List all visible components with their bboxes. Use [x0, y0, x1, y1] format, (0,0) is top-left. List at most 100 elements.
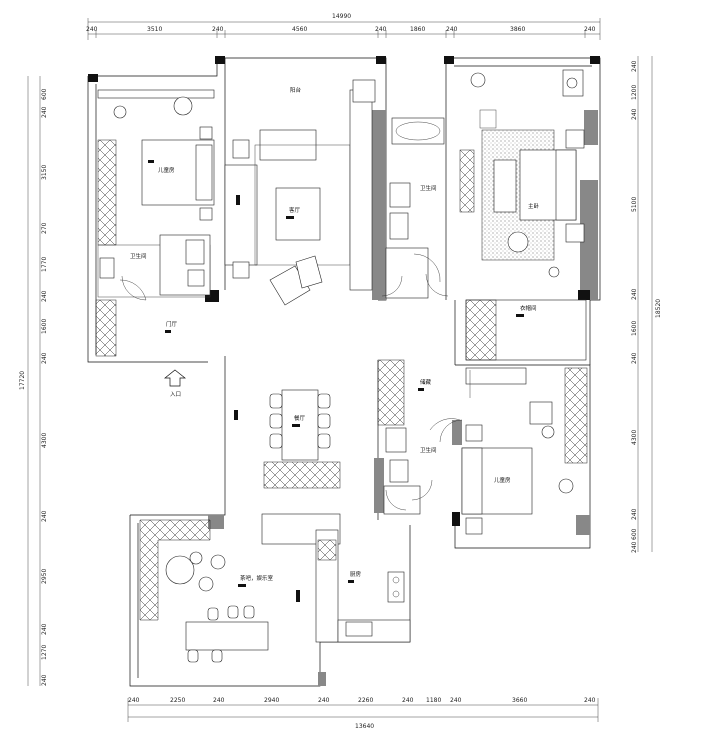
tea-table [189, 551, 203, 565]
entrance-arrow-icon [164, 369, 186, 387]
kitchen-label: 厨房 [350, 570, 362, 578]
door-swings [121, 273, 463, 511]
bottom-dim-8: 1180 [426, 697, 441, 704]
entrance-label: 入口 [170, 391, 181, 398]
wardrobe-left [97, 139, 117, 246]
storage-area: 储藏 [377, 359, 461, 431]
right-dim-7: 240 [631, 352, 638, 364]
master-bedroom: 主卧 衣帽间 [465, 69, 587, 361]
left-dim-8: 240 [41, 352, 48, 364]
top-dim-3: 240 [212, 26, 224, 33]
bottom-dim-4: 2940 [264, 697, 279, 704]
bottom-dim-9: 240 [450, 697, 462, 704]
dining-room: 餐厅 [234, 389, 341, 545]
left-dim-11: 2950 [41, 569, 48, 584]
dining-chairs [269, 393, 331, 449]
toilet-middle [389, 182, 411, 208]
top-dim-4: 4560 [292, 26, 307, 33]
left-dim-13: 1270 [41, 645, 48, 660]
kids-room-upper-label: 儿童房 [158, 166, 175, 174]
lounge-armchair-2 [295, 255, 323, 289]
toilet-upper-left [185, 239, 205, 265]
shoe-cabinet [95, 299, 117, 357]
left-dim-6: 240 [41, 290, 48, 302]
tea-area: 茶吧，娱乐室 [139, 519, 300, 663]
top-dim-2: 3510 [147, 26, 162, 33]
left-dim-14: 240 [41, 674, 48, 686]
left-dim-1: 600 [41, 88, 48, 100]
kitchen-sink [345, 621, 373, 637]
top-dimensions: 14990 240 3510 240 4560 240 1860 240 386… [86, 13, 601, 40]
left-dimensions: 17720 600 240 3150 270 1770 240 1600 240… [19, 76, 48, 686]
right-dim-9: 240 [631, 508, 638, 520]
right-dimensions: 18520 240 1200 240 5100 240 1600 240 430… [631, 56, 662, 553]
dining-room-label: 餐厅 [294, 414, 306, 422]
bottom-total-dim: 13640 [355, 723, 374, 730]
left-dim-5: 1770 [41, 257, 48, 272]
bottom-dim-2: 2250 [170, 697, 185, 704]
left-dim-3: 3150 [41, 165, 48, 180]
top-dim-7: 240 [446, 26, 458, 33]
top-dim-8: 3860 [510, 26, 525, 33]
sofa-main [224, 164, 258, 266]
left-dim-9: 4300 [41, 433, 48, 448]
kids-room-lower: 儿童房 [461, 367, 588, 535]
bathroom-mid-label: 卫生间 [420, 184, 437, 192]
right-dim-1: 240 [631, 60, 638, 72]
bar-stools [187, 605, 255, 663]
sink-upper-left [99, 257, 115, 279]
armchair-master [507, 231, 529, 253]
right-dim-11: 240 [631, 541, 638, 553]
armchair-lower-right [529, 401, 553, 425]
right-dim-6: 1600 [631, 321, 638, 336]
desk [97, 89, 215, 99]
wardrobe-lower-right [564, 367, 588, 464]
right-dim-10: 600 [631, 528, 638, 540]
kids-room-lower-label: 儿童房 [494, 476, 511, 484]
top-total-dim: 14990 [332, 13, 351, 20]
bottom-dim-3: 240 [213, 697, 225, 704]
top-dim-6: 1860 [410, 26, 425, 33]
cloakroom-label: 衣帽间 [520, 304, 537, 312]
storage-label: 储藏 [420, 378, 432, 386]
master-bedroom-label: 主卧 [528, 202, 540, 210]
tv-cabinet [349, 89, 373, 291]
bar-table [185, 621, 269, 651]
right-dim-3: 240 [631, 108, 638, 120]
left-dim-10: 240 [41, 510, 48, 522]
right-dim-5: 240 [631, 288, 638, 300]
coffee-table [275, 187, 321, 241]
left-dim-2: 240 [41, 106, 48, 118]
top-dim-5: 240 [375, 26, 387, 33]
left-dim-4: 270 [41, 222, 48, 234]
top-dim-9: 240 [584, 26, 596, 33]
left-total-dim: 17720 [19, 371, 26, 390]
storage-cabinet [377, 359, 405, 426]
balcony-upper-label: 阳台 [290, 86, 302, 94]
kitchen: 厨房 [315, 529, 411, 643]
right-dim-8: 4300 [631, 430, 638, 445]
foyer-label: 门厅 [166, 320, 178, 328]
wall-pillars [88, 56, 600, 686]
foyer: 门厅 入口 [95, 299, 186, 398]
right-dim-2: 1200 [631, 85, 638, 100]
top-dim-1: 240 [86, 26, 98, 33]
stove [387, 571, 405, 603]
right-total-dim: 18520 [655, 299, 662, 318]
living-room: 客厅 阳台 [224, 79, 376, 306]
toilet-lower [389, 459, 409, 483]
living-room-label: 客厅 [289, 206, 301, 214]
bathtub [391, 117, 445, 145]
bottom-dim-1: 240 [128, 697, 140, 704]
bathroom-lower: 卫生间 [383, 427, 437, 515]
bottom-dim-11: 240 [584, 697, 596, 704]
bathroom-upper-left: 卫生间 [97, 234, 211, 301]
bathroom-lower-label: 卫生间 [420, 446, 437, 454]
bottom-dimensions: 13640 240 2250 240 2940 240 2260 240 118… [127, 697, 599, 730]
tea-area-label: 茶吧，娱乐室 [240, 574, 274, 582]
kids-room-upper: 儿童房 [97, 89, 215, 246]
sink-lower [385, 427, 407, 453]
left-dim-12: 240 [41, 623, 48, 635]
bottom-dim-7: 240 [402, 697, 414, 704]
left-dim-7: 1600 [41, 319, 48, 334]
